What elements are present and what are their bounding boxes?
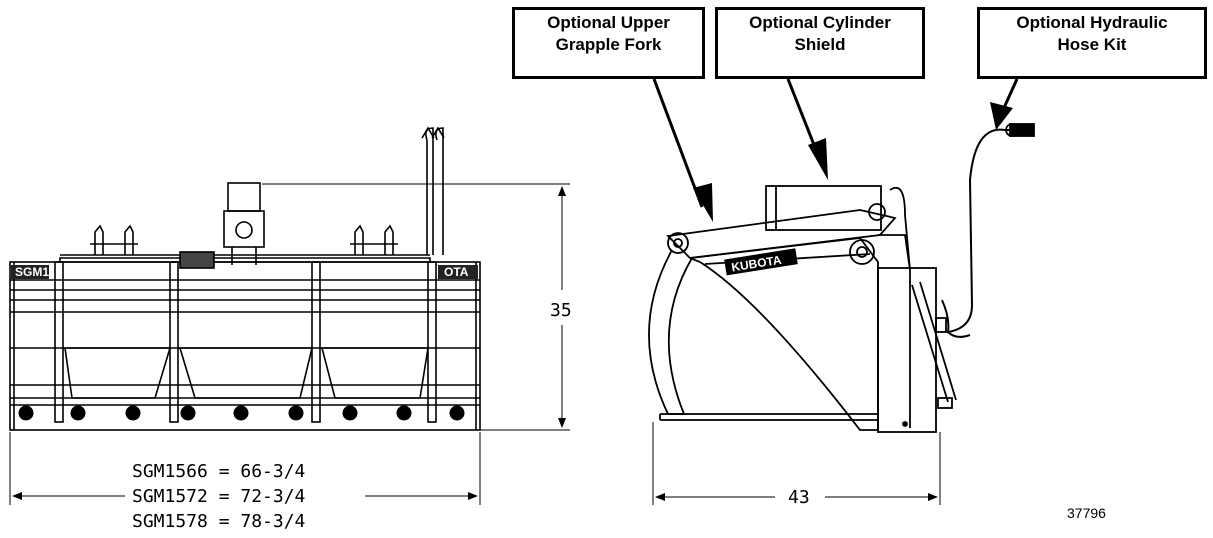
callout-upper-fork-line2: Grapple Fork [555,35,662,54]
callout-leaders [652,78,1019,222]
callout-cylinder-shield-line1: Optional Cylinder [749,13,891,32]
width-dim-sgm1572: SGM1572 = 72-3/4 [132,486,305,507]
kubota-decal-text: KUBOTA [730,253,782,275]
figure-number: 37796 [1067,505,1106,521]
callout-cylinder-shield-line2: Shield [794,35,846,54]
front-left-decal [11,265,49,279]
callout-hose-kit-line1: Optional Hydraulic [1016,13,1168,32]
side-view-grapple [648,123,1035,433]
callout-cylinder-shield: Optional Cylinder Shield [715,7,925,79]
callout-upper-fork-line1: Optional Upper [547,13,670,32]
front-right-decal-text: OTA [444,265,469,279]
front-view-grapple [9,126,481,431]
depth-dimension-label: 43 [788,487,810,508]
depth-dimension [652,422,941,505]
width-dim-sgm1578: SGM1578 = 78-3/4 [132,511,305,532]
width-dim-sgm1566: SGM1566 = 66-3/4 [132,461,305,482]
front-left-decal-text: SGM1 [15,265,49,279]
callout-hose-kit-line2: Hose Kit [1057,35,1127,54]
callout-hydraulic-hose-kit: Optional Hydraulic Hose Kit [977,7,1207,79]
callout-upper-grapple-fork: Optional Upper Grapple Fork [512,7,705,79]
height-dimension-label: 35 [550,300,572,321]
width-dimension [9,432,481,505]
front-right-decal [438,265,478,279]
height-dimension [262,183,570,431]
front-view-rollers [18,405,465,421]
